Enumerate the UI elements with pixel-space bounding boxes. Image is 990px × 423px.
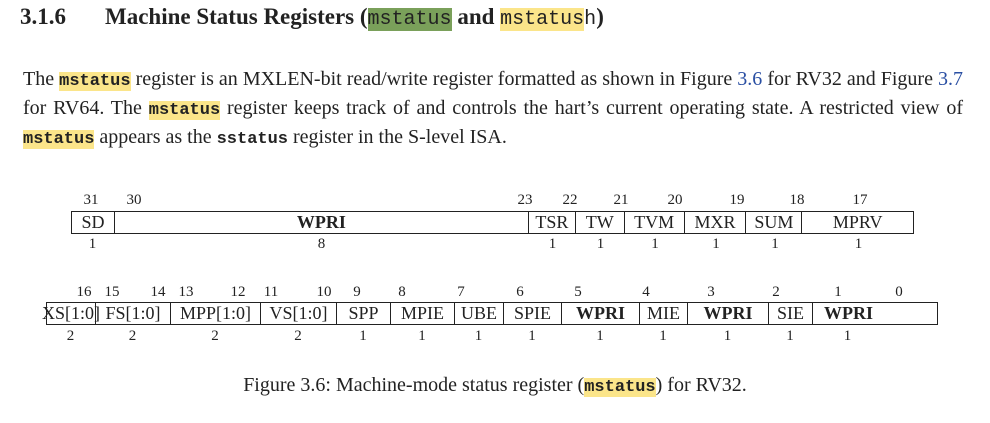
register-field-mxr: MXR [685,212,747,233]
bit-index-label: 19 [729,192,745,208]
bit-index-label: 15 [104,284,120,300]
register-field-mpie: MPIE [391,303,455,324]
register-field-sum: SUM [746,212,803,233]
bit-index-label: 9 [353,284,361,300]
bit-index-label: 2 [772,284,780,300]
heading-title-prefix: Machine Status Registers ( [105,4,368,29]
field-width-label: 1 [548,236,557,252]
field-width-label: 1 [651,236,659,252]
bit-index-label: 0 [895,284,903,300]
bit-index-label: 1 [834,284,842,300]
bit-index-label: 4 [642,284,650,300]
register-field-wpri: WPRI [688,303,769,324]
register-field-vs10: VS[1:0] [261,303,337,324]
figure-link-3-6[interactable]: 3.6 [737,68,763,90]
register-field-mie: MIE [640,303,688,324]
bit-index-label: 23 [517,192,533,208]
field-width-label: 1 [843,328,852,344]
register-field-spp: SPP [337,303,391,324]
register-field-xs10: XS[1:0] [42,303,100,324]
para-text: register is an MXLEN-bit read/write regi… [130,68,738,90]
field-width-label: 8 [317,236,326,252]
section-number: 3.1.6 [20,4,66,29]
para-text: register keeps track of and controls the… [220,97,964,119]
field-width-label: 2 [128,328,137,344]
bit-index-label: 12 [230,284,246,300]
register-field-fs10: FS[1:0] [96,303,171,324]
field-width-label: 1 [474,328,483,344]
bit-index-label: 18 [789,192,805,208]
field-width-label: 1 [596,236,605,252]
register-field-tw: TW [576,212,625,233]
bit-index-label: 30 [126,192,142,208]
bit-index-label: 16 [76,284,92,300]
para-text: The [23,68,60,90]
bit-index-label: 11 [263,284,279,300]
caption-text: ) for RV32. [655,374,747,396]
heading-code-suffix: h [584,8,597,31]
para-text: appears as the [94,126,217,148]
caption-code-mstatus: mstatus [584,378,656,397]
bit-index-label: 13 [178,284,194,300]
caption-text: Figure 3.6: Machine-mode status register… [243,374,585,396]
field-width-label: 1 [528,328,536,344]
register-field-sd: SD [72,212,115,233]
register-field-ube: UBE [455,303,504,324]
field-width-label: 1 [596,328,604,344]
register-field-mprv: MPRV [832,212,883,232]
bit-index-label: 17 [852,192,868,208]
field-width-label: 1 [659,328,667,344]
field-width-label: 1 [854,236,863,252]
heading-code-mstatus: mstatus [367,8,452,31]
bit-index-label: 22 [562,192,578,208]
field-width-label: 1 [786,328,794,344]
bit-index-label: 20 [667,192,683,208]
code-mstatus: mstatus [23,130,95,149]
field-width-label: 1 [723,328,732,344]
bit-index-label: 8 [398,284,406,300]
bit-index-label: 31 [83,192,99,208]
code-mstatus: mstatus [59,72,131,91]
register-field-mpp10: MPP[1:0] [171,303,261,324]
register-field-wpri: WPRI [562,303,640,324]
field-width-label: 1 [359,328,367,344]
figure-caption: Figure 3.6: Machine-mode status register… [0,374,990,397]
heading-and: and [451,4,501,29]
heading-code-mstatush: mstatus [500,8,585,31]
field-width-label: 1 [771,236,779,252]
register-field-sie: SIE [769,303,813,324]
bit-index-label: 5 [574,284,582,300]
code-mstatus: mstatus [148,101,221,120]
bit-index-label: 7 [457,284,465,300]
field-width-label: 2 [294,328,302,344]
field-width-label: 1 [88,236,97,252]
bit-index-label: 6 [516,284,524,300]
register-field-wpri: WPRI [824,303,873,323]
para-text: for RV32 and Figure [762,68,938,90]
bit-index-label: 3 [707,284,715,300]
field-width-label: 1 [712,236,720,252]
register-field-tvm: TVM [625,212,685,233]
bit-index-label: 14 [150,284,166,300]
para-text: register in the S-level ISA. [288,126,507,148]
body-paragraph: The mstatus register is an MXLEN-bit rea… [23,66,963,153]
bit-index-label: 10 [316,284,332,300]
field-width-label: 1 [418,328,426,344]
heading-close: ) [596,4,604,29]
field-width-label: 2 [66,328,75,344]
register-field-wpri: WPRI [115,212,529,233]
field-width-label: 2 [211,328,219,344]
register-field-spie: SPIE [504,303,562,324]
bit-index-label: 21 [613,192,629,208]
para-text: for RV64. The [23,97,149,119]
register-field-tsr: TSR [529,212,576,233]
code-sstatus: sstatus [216,130,289,149]
figure-link-3-7[interactable]: 3.7 [938,68,963,90]
